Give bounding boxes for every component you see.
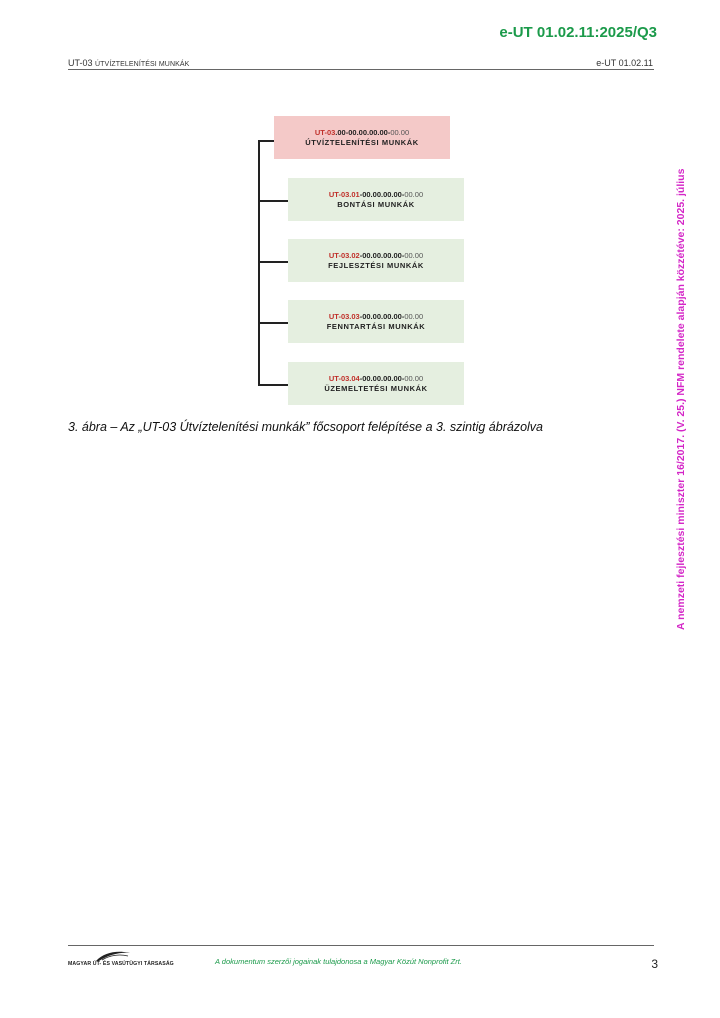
- header-standard-id: e-UT 01.02.11: [596, 58, 653, 68]
- connector-child-3: [258, 322, 288, 324]
- child-code-middle: -00.00.00.00-: [359, 311, 405, 321]
- connector-child-2: [258, 261, 288, 263]
- page-number: 3: [651, 957, 658, 971]
- child-code-middle: -00.00.00.00-: [359, 373, 405, 383]
- child-code: UT-03.03-00.00.00.00-00.00: [288, 312, 464, 322]
- child-code-suffix: 00.00: [404, 373, 424, 383]
- diagram-child-box-3: UT-03.03-00.00.00.00-00.00 FENNTARTÁSI M…: [288, 300, 464, 343]
- connector-child-4: [258, 384, 288, 386]
- connector-child-1: [258, 200, 288, 202]
- child-code-middle: -00.00.00.00-: [359, 189, 405, 199]
- child-title: FENNTARTÁSI MUNKÁK: [326, 321, 426, 331]
- header-section-code: UT-03: [68, 58, 93, 68]
- child-title: BONTÁSI MUNKÁK: [337, 199, 415, 209]
- root-code-prefix: UT-03: [314, 127, 336, 137]
- child-code-prefix: UT-03.03: [328, 311, 360, 321]
- diagram-root-box: UT-03.00-00.00.00.00-00.00 ÚTVÍZTELENÍTÉ…: [274, 116, 450, 159]
- child-code-prefix: UT-03.02: [328, 250, 360, 260]
- child-code-suffix: 00.00: [404, 311, 424, 321]
- root-code-suffix: 00.00: [390, 127, 410, 137]
- child-code-suffix: 00.00: [404, 189, 424, 199]
- child-code-prefix: UT-03.04: [328, 373, 360, 383]
- root-code: UT-03.00-00.00.00.00-00.00: [274, 128, 450, 138]
- root-code-middle: .00-00.00.00.00-: [335, 127, 391, 137]
- society-logo-text: MAGYAR ÚT- ÉS VASÚTÜGYI TÁRSASÁG: [68, 961, 174, 967]
- header-rule: [68, 69, 654, 70]
- child-title: ÜZEMELTETÉSI MUNKÁK: [324, 383, 428, 393]
- child-code-middle: -00.00.00.00-: [359, 250, 405, 260]
- child-code: UT-03.01-00.00.00.00-00.00: [288, 190, 464, 200]
- diagram-child-box-2: UT-03.02-00.00.00.00-00.00 FEJLESZTÉSI M…: [288, 239, 464, 282]
- footer-copyright: A dokumentum szerzői jogainak tulajdonos…: [215, 957, 462, 966]
- footer-rule: [68, 945, 654, 946]
- document-code: e-UT 01.02.11:2025/Q3: [499, 24, 657, 41]
- child-code-prefix: UT-03.01: [328, 189, 360, 199]
- child-code-suffix: 00.00: [404, 250, 424, 260]
- child-code: UT-03.04-00.00.00.00-00.00: [288, 374, 464, 384]
- diagram-child-box-1: UT-03.01-00.00.00.00-00.00 BONTÁSI MUNKÁ…: [288, 178, 464, 221]
- society-logo-icon: [96, 951, 130, 961]
- child-code: UT-03.02-00.00.00.00-00.00: [288, 251, 464, 261]
- child-title: FEJLESZTÉSI MUNKÁK: [328, 260, 424, 270]
- header-section-title: UT-03 Útvíztelenítési munkák: [68, 58, 189, 68]
- header-section-name: Útvíztelenítési munkák: [95, 61, 190, 68]
- diagram-child-box-4: UT-03.04-00.00.00.00-00.00 ÜZEMELTETÉSI …: [288, 362, 464, 405]
- side-publication-note: A nemzeti fejlesztési miniszter 16/2017.…: [675, 168, 687, 630]
- root-title: ÚTVÍZTELENÍTÉSI MUNKÁK: [305, 137, 419, 147]
- connector-root-left: [258, 140, 274, 142]
- connector-trunk: [258, 140, 260, 385]
- figure-caption: 3. ábra – Az „UT-03 Útvíztelenítési munk…: [68, 420, 543, 434]
